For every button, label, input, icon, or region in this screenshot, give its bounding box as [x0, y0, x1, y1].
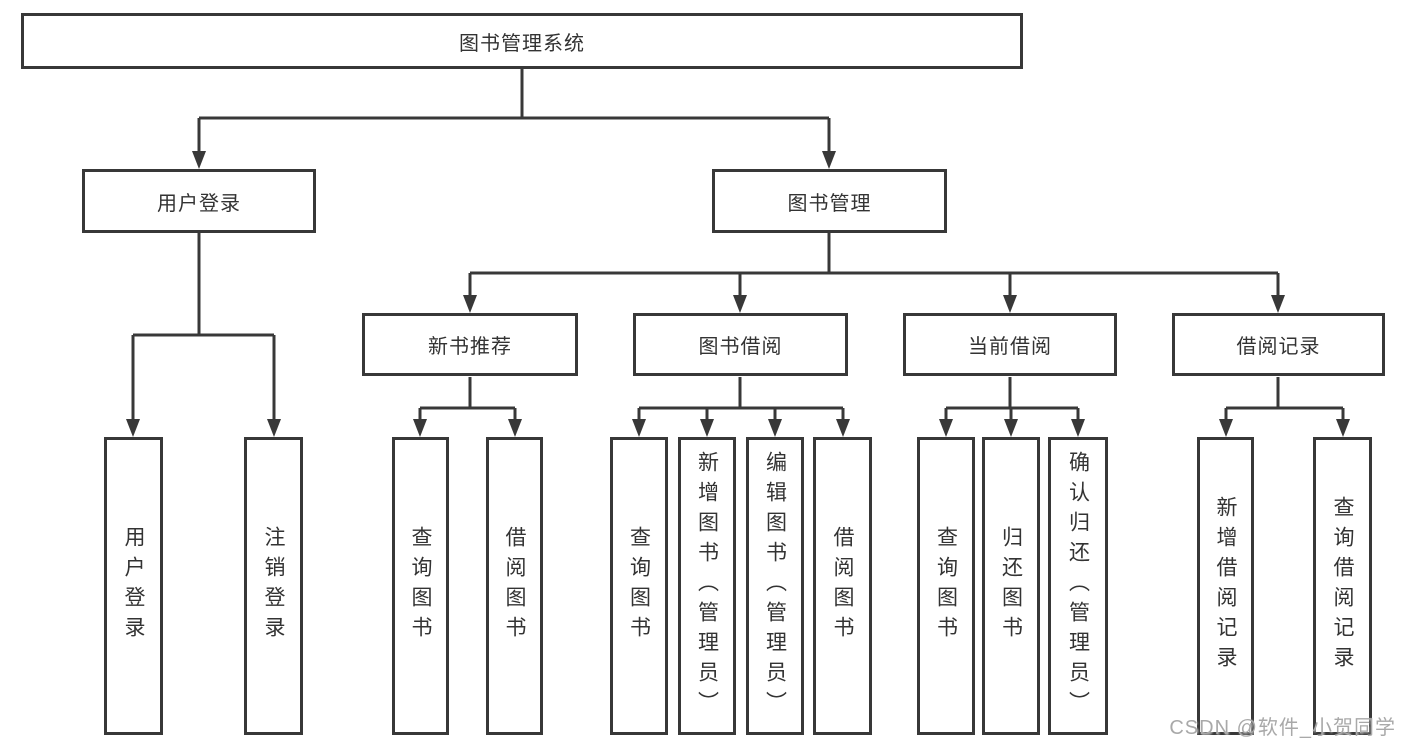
- node-current-borrowing: 当前借阅: [903, 313, 1117, 376]
- node-label: 当前借阅: [968, 336, 1052, 358]
- connector-root-to-level2: [192, 69, 836, 169]
- node-label: 新增借阅记录: [1214, 496, 1237, 676]
- node-borrowing-records: 借阅记录: [1172, 313, 1385, 376]
- leaf-confirm-return-admin: 确认归还（管理员）: [1048, 437, 1108, 735]
- connector-new-book-recommendation-to-leaves: [413, 377, 522, 437]
- leaf-borrow-books-1: 借阅图书: [486, 437, 543, 735]
- leaf-query-books-1: 查询图书: [392, 437, 449, 735]
- connector-book-management-to-level3: [463, 233, 1285, 313]
- leaf-return-book: 归还图书: [982, 437, 1040, 735]
- leaf-logout-login: 注销登录: [244, 437, 303, 735]
- node-label: 图书管理系统: [459, 32, 585, 55]
- node-label: 图书管理: [787, 192, 872, 215]
- leaf-borrow-books-2: 借阅图书: [813, 437, 872, 735]
- node-book-management: 图书管理: [712, 169, 947, 233]
- node-label: 用户登录: [122, 526, 145, 646]
- node-label: 注销登录: [262, 526, 285, 646]
- node-label: 借阅记录: [1236, 336, 1321, 358]
- node-label: 查询图书: [409, 526, 432, 646]
- node-label: 编辑图书（管理员）: [763, 451, 787, 721]
- leaf-add-book-admin: 新增图书（管理员）: [678, 437, 736, 735]
- leaf-add-borrow-record: 新增借阅记录: [1197, 437, 1254, 735]
- connector-current-borrowing-to-leaves: [939, 377, 1085, 437]
- node-new-book-recommendation: 新书推荐: [362, 313, 578, 376]
- node-label: 借阅图书: [503, 526, 526, 646]
- leaf-edit-book-admin: 编辑图书（管理员）: [746, 437, 804, 735]
- node-label: 查询借阅记录: [1331, 496, 1354, 676]
- node-label: 用户登录: [157, 192, 241, 215]
- connector-book-borrowing-to-leaves: [632, 377, 850, 437]
- node-label: 借阅图书: [831, 526, 854, 646]
- node-library-management-system: 图书管理系统: [21, 13, 1023, 69]
- connector-user-login-to-leaves: [126, 233, 281, 437]
- node-label: 图书借阅: [698, 336, 783, 358]
- csdn-watermark: CSDN @软件_小贺同学: [1169, 717, 1396, 739]
- node-label: 查询图书: [627, 526, 651, 646]
- node-label: 确认归还（管理员）: [1066, 451, 1090, 721]
- leaf-query-borrow-record: 查询借阅记录: [1313, 437, 1372, 735]
- node-user-login: 用户登录: [82, 169, 316, 233]
- node-label: 查询图书: [934, 526, 958, 646]
- leaf-user-login: 用户登录: [104, 437, 163, 735]
- connector-borrowing-records-to-leaves: [1219, 377, 1350, 437]
- node-book-borrowing: 图书借阅: [633, 313, 848, 376]
- node-label: 新增图书（管理员）: [695, 451, 719, 721]
- leaf-query-books-3: 查询图书: [917, 437, 975, 735]
- leaf-query-books-2: 查询图书: [610, 437, 668, 735]
- node-label: 归还图书: [999, 526, 1023, 646]
- node-label: 新书推荐: [428, 336, 512, 358]
